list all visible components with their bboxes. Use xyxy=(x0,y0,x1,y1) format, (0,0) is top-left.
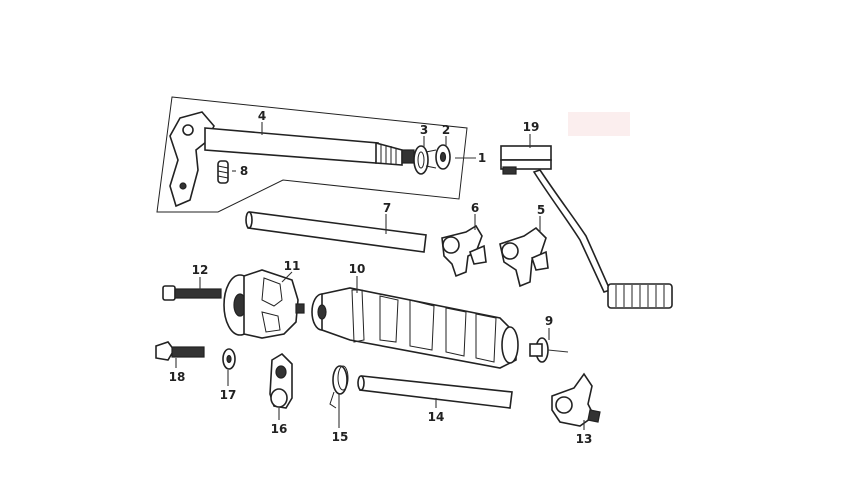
part-17-washer xyxy=(222,348,236,370)
label-part-16: 16 xyxy=(271,422,288,436)
part-12-bolt xyxy=(162,285,222,301)
label-part-14: 14 xyxy=(428,410,445,424)
leader-lines xyxy=(175,122,585,430)
part-10-shift-drum xyxy=(311,287,519,369)
part-7-rod xyxy=(245,211,427,253)
label-part-10: 10 xyxy=(349,262,366,276)
part-15-spring xyxy=(329,365,349,409)
label-part-4: 4 xyxy=(258,109,266,123)
part-5-shift-fork xyxy=(499,226,549,288)
label-part-7: 7 xyxy=(383,201,391,215)
watermark-patch xyxy=(568,112,630,136)
label-part-6: 6 xyxy=(471,201,479,215)
part-labels: 4 3 2 1 8 19 7 6 5 12 11 10 9 18 17 16 1… xyxy=(169,109,593,446)
label-part-11: 11 xyxy=(284,259,301,273)
label-part-15: 15 xyxy=(332,430,349,444)
part-11-star-cam xyxy=(223,269,305,339)
part-8-spring xyxy=(217,160,229,184)
label-part-5: 5 xyxy=(537,203,545,217)
label-part-19: 19 xyxy=(523,120,540,134)
label-part-9: 9 xyxy=(545,314,553,328)
label-part-3: 3 xyxy=(420,123,428,137)
label-part-8: 8 xyxy=(240,164,248,178)
part-6-shift-fork xyxy=(441,224,487,278)
part-9-pin xyxy=(529,337,569,363)
part-19-shift-lever xyxy=(500,145,673,309)
part-2-washer xyxy=(435,144,451,170)
part-16-stopper-arm xyxy=(269,352,293,409)
part-14-rod xyxy=(357,375,513,409)
label-part-2: 2 xyxy=(442,123,450,137)
part-13-shift-fork xyxy=(551,372,601,427)
label-part-17: 17 xyxy=(220,388,237,402)
part-4-shift-shaft xyxy=(169,111,415,208)
label-part-18: 18 xyxy=(169,370,186,384)
assembly-outline xyxy=(156,96,468,213)
part-18-bolt xyxy=(155,341,205,361)
label-part-13: 13 xyxy=(576,432,593,446)
part-3-clip xyxy=(413,145,437,175)
label-part-1: 1 xyxy=(478,151,486,165)
label-part-12: 12 xyxy=(192,263,209,277)
